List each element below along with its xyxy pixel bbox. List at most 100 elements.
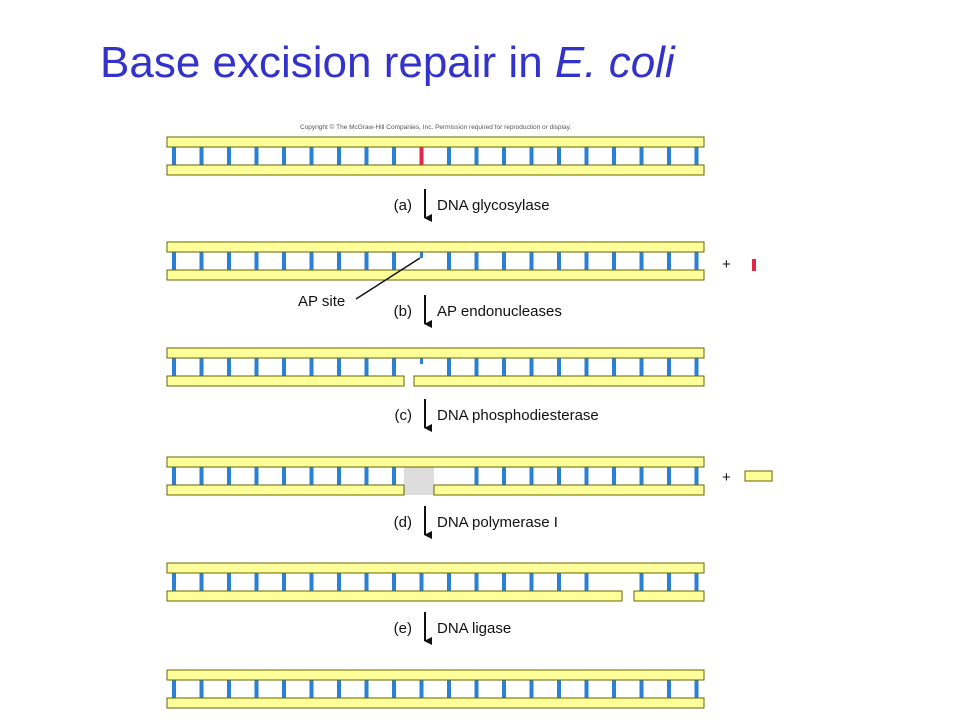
base-pair bbox=[199, 252, 204, 270]
base-pair bbox=[254, 252, 259, 270]
base-pair bbox=[172, 467, 176, 485]
bottom-strand-segment bbox=[633, 590, 705, 602]
top-strand bbox=[166, 456, 705, 468]
base-pair bbox=[694, 147, 699, 165]
base-pair-remnant bbox=[420, 358, 423, 364]
base-pair bbox=[227, 252, 231, 270]
dna-duplex-5 bbox=[166, 562, 705, 602]
ap-site-pointer bbox=[355, 257, 421, 300]
base-pair bbox=[447, 252, 451, 270]
step-letter: (b) bbox=[394, 303, 412, 320]
base-pair bbox=[282, 358, 286, 376]
base-pair bbox=[337, 467, 341, 485]
base-pair bbox=[337, 147, 341, 165]
base-pair bbox=[227, 573, 231, 591]
base-pair bbox=[309, 147, 314, 165]
base-pair bbox=[199, 147, 204, 165]
base-pair bbox=[584, 147, 589, 165]
base-pair bbox=[612, 252, 616, 270]
step-enzyme: AP endonucleases bbox=[437, 303, 562, 320]
base-pair bbox=[172, 573, 176, 591]
base-pair bbox=[282, 252, 286, 270]
base-pair bbox=[364, 467, 369, 485]
base-pair bbox=[392, 358, 396, 376]
base-pair bbox=[254, 147, 259, 165]
base-pair bbox=[639, 252, 644, 270]
base-pair bbox=[447, 147, 451, 165]
base-pair bbox=[474, 680, 479, 698]
base-pair bbox=[309, 573, 314, 591]
base-pair bbox=[474, 467, 479, 485]
base-pair bbox=[694, 252, 699, 270]
base-pair bbox=[557, 252, 561, 270]
base-pair bbox=[557, 358, 561, 376]
plus-sign: + bbox=[722, 469, 731, 486]
base-pair bbox=[584, 358, 589, 376]
base-pair bbox=[474, 252, 479, 270]
base-pair bbox=[694, 358, 699, 376]
base-pair bbox=[529, 252, 534, 270]
base-pair bbox=[667, 252, 671, 270]
bottom-strand-segment bbox=[166, 269, 705, 281]
base-pair-remnant bbox=[420, 252, 423, 258]
base-pair bbox=[282, 573, 286, 591]
base-pair bbox=[392, 680, 396, 698]
base-pair bbox=[694, 573, 699, 591]
base-pair bbox=[639, 573, 644, 591]
base-pair bbox=[529, 467, 534, 485]
base-pair bbox=[639, 467, 644, 485]
step-enzyme: DNA ligase bbox=[437, 620, 511, 637]
top-strand bbox=[166, 562, 705, 574]
base-pair bbox=[667, 147, 671, 165]
dna-duplex-2 bbox=[166, 241, 705, 281]
base-pair bbox=[447, 573, 451, 591]
base-pair bbox=[529, 147, 534, 165]
base-pair bbox=[392, 147, 396, 165]
base-pair bbox=[364, 358, 369, 376]
base-pair bbox=[612, 358, 616, 376]
released-strand-fragment bbox=[744, 470, 773, 482]
base-pair bbox=[227, 467, 231, 485]
base-pair bbox=[557, 573, 561, 591]
base-pair bbox=[584, 467, 589, 485]
base-pair bbox=[337, 358, 341, 376]
bottom-strand-segment bbox=[166, 590, 623, 602]
base-pair bbox=[172, 680, 176, 698]
base-pair bbox=[557, 147, 561, 165]
base-pair bbox=[474, 358, 479, 376]
base-pair bbox=[227, 147, 231, 165]
base-pair bbox=[694, 467, 699, 485]
base-pair bbox=[502, 252, 506, 270]
base-pair bbox=[227, 680, 231, 698]
base-pair bbox=[584, 680, 589, 698]
base-pair bbox=[282, 147, 286, 165]
base-pair bbox=[612, 680, 616, 698]
base-pair bbox=[584, 252, 589, 270]
base-pair bbox=[227, 358, 231, 376]
base-pair bbox=[612, 147, 616, 165]
damaged-base bbox=[419, 147, 424, 165]
bottom-strand-segment bbox=[166, 375, 405, 387]
base-pair bbox=[502, 680, 506, 698]
base-pair bbox=[254, 680, 259, 698]
base-pair bbox=[447, 358, 451, 376]
base-pair bbox=[639, 147, 644, 165]
base-pair bbox=[502, 573, 506, 591]
base-pair bbox=[337, 252, 341, 270]
base-pair bbox=[364, 147, 369, 165]
top-strand bbox=[166, 669, 705, 681]
base-pair bbox=[309, 467, 314, 485]
bottom-strand-segment bbox=[413, 375, 705, 387]
plus-sign: + bbox=[722, 256, 731, 273]
top-strand bbox=[166, 241, 705, 253]
base-pair bbox=[502, 147, 506, 165]
base-pair bbox=[199, 680, 204, 698]
base-pair bbox=[612, 467, 616, 485]
released-damaged-base bbox=[752, 259, 756, 271]
base-pair bbox=[392, 573, 396, 591]
base-pair bbox=[199, 358, 204, 376]
step-letter: (d) bbox=[394, 514, 412, 531]
base-pair bbox=[502, 358, 506, 376]
base-pair bbox=[309, 252, 314, 270]
